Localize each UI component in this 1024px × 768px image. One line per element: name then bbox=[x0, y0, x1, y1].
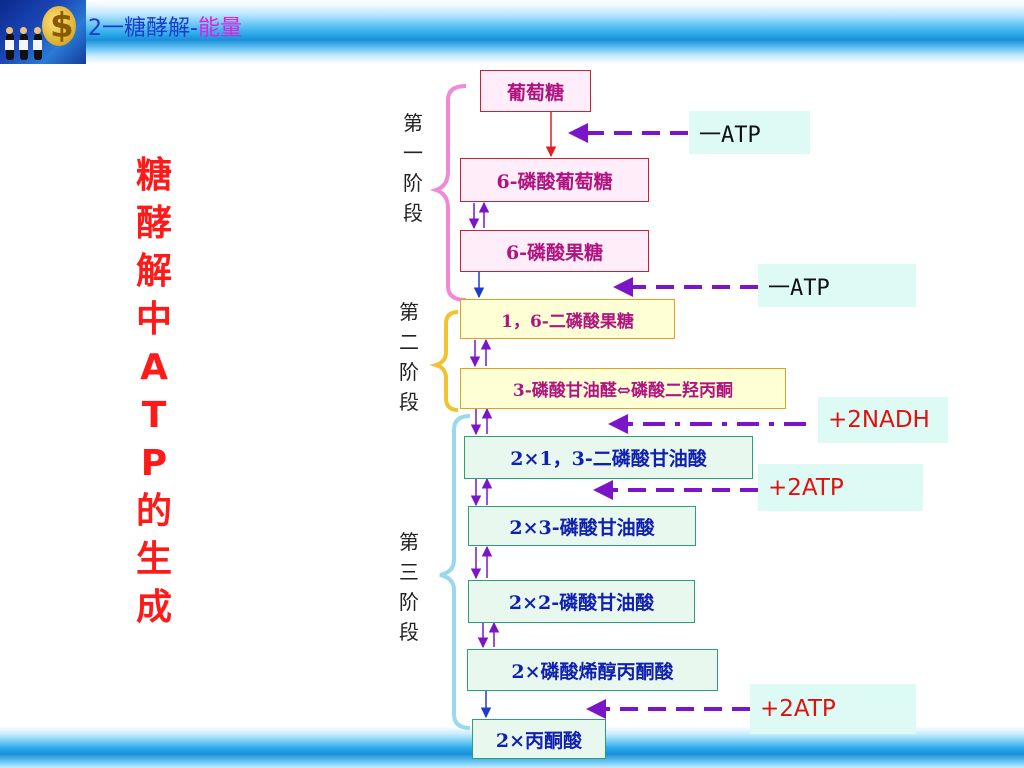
stage-2-brace bbox=[429, 310, 459, 412]
energy-label-atp-gain-2: +2ATP bbox=[750, 684, 916, 734]
metabolite-box-g6p: 6-磷酸葡萄糖 bbox=[460, 158, 649, 202]
stage-char: 第 bbox=[403, 111, 423, 135]
energy-label-atp-consume-1: 一ATP bbox=[689, 111, 810, 154]
side-title-char: 中 bbox=[135, 299, 172, 340]
coin-icon bbox=[42, 6, 76, 46]
stage-char: 三 bbox=[399, 560, 419, 584]
stage-char: 一 bbox=[403, 141, 423, 165]
dollar-icon: $ bbox=[50, 6, 74, 46]
metabolite-box-f16bp: 1，6-二磷酸果糖 bbox=[460, 299, 675, 339]
page-title: 2一糖酵解-能量 bbox=[88, 10, 242, 42]
logo-image: $ bbox=[0, 0, 86, 64]
side-title-char: P bbox=[140, 443, 168, 484]
side-title-char: 酵 bbox=[135, 203, 172, 244]
stage-1-brace bbox=[429, 84, 467, 302]
side-title-char: 糖 bbox=[135, 155, 172, 196]
side-title-char: T bbox=[141, 395, 167, 436]
stage-char: 第 bbox=[399, 300, 419, 324]
stage-char: 段 bbox=[403, 201, 423, 225]
side-title-char: 解 bbox=[135, 251, 172, 292]
side-title-char: 的 bbox=[135, 491, 172, 532]
metabolite-box-pep: 2×磷酸烯醇丙酮酸 bbox=[467, 649, 718, 691]
header-bar bbox=[0, 0, 1024, 64]
side-title: 糖 酵 解 中 A T P 的 生 成 bbox=[132, 152, 176, 632]
energy-label-nadh-gain: +2NADH bbox=[818, 397, 948, 443]
stage-2-label: 第 二 阶 段 bbox=[396, 297, 422, 417]
metabolite-box-g3p-dhap: 3-磷酸甘油醛⇔磷酸二羟丙酮 bbox=[460, 368, 786, 409]
energy-label-atp-gain-1: +2ATP bbox=[758, 464, 923, 511]
side-title-char: 生 bbox=[135, 539, 172, 580]
stage-char: 阶 bbox=[399, 360, 419, 384]
metabolite-box-2pg: 2×2-磷酸甘油酸 bbox=[468, 580, 695, 623]
stage-3-label: 第 三 阶 段 bbox=[396, 527, 422, 647]
stage-char: 二 bbox=[399, 330, 419, 354]
stage-char: 阶 bbox=[403, 171, 423, 195]
stage-3-brace bbox=[439, 414, 471, 730]
stage-char: 段 bbox=[399, 390, 419, 414]
side-title-char: 成 bbox=[135, 587, 172, 628]
metabolite-box-f6p: 6-磷酸果糖 bbox=[460, 230, 649, 272]
title-highlight: 能量 bbox=[197, 16, 242, 41]
stage-char: 第 bbox=[399, 530, 419, 554]
energy-label-atp-consume-2: 一ATP bbox=[758, 264, 916, 307]
side-title-char: A bbox=[140, 347, 168, 388]
metabolite-box-13bpg: 2×1，3-二磷酸甘油酸 bbox=[464, 436, 753, 479]
metabolite-box-3pg: 2×3-磷酸甘油酸 bbox=[468, 506, 696, 546]
metabolite-box-pyruvate: 2×丙酮酸 bbox=[472, 719, 606, 759]
stage-char: 段 bbox=[399, 620, 419, 644]
stage-1-label: 第 一 阶 段 bbox=[400, 108, 426, 228]
stage-char: 阶 bbox=[399, 590, 419, 614]
metabolite-box-glucose: 葡萄糖 bbox=[480, 70, 591, 112]
title-prefix: 2一糖酵解- bbox=[88, 16, 198, 41]
